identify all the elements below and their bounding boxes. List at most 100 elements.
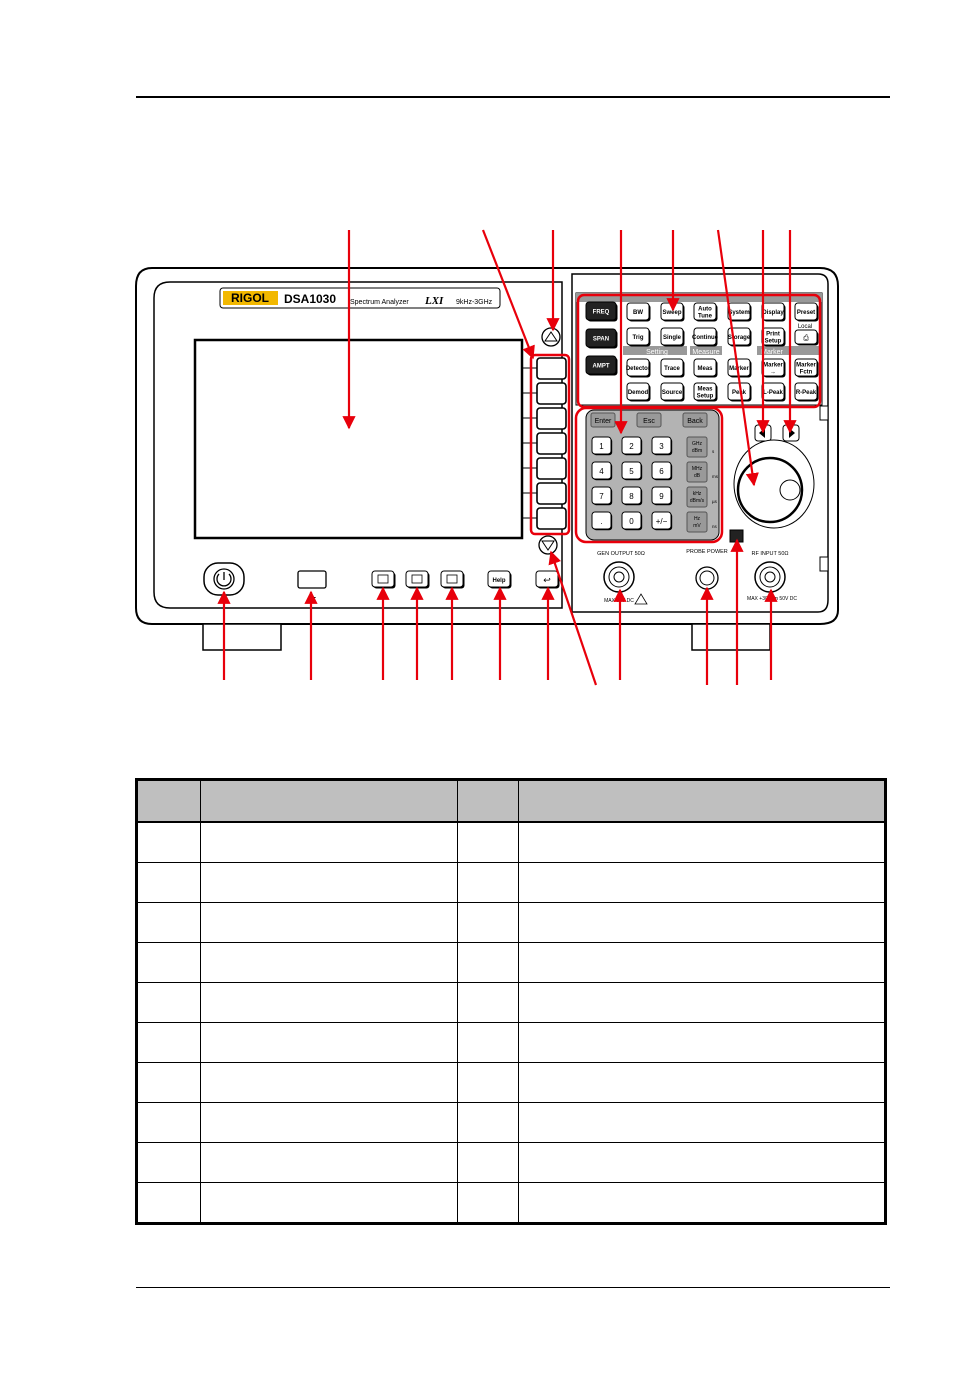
rf-input-connector[interactable]: RF INPUT 50Ω MAX +30dBm 50V DC (747, 551, 797, 602)
marker-key[interactable]: Marker (727, 358, 752, 378)
detector-key[interactable]: Detector (626, 358, 651, 378)
preset-key[interactable]: Preset (794, 302, 819, 322)
digit-key[interactable]: 4 (591, 461, 613, 481)
unit-hint: ms (712, 474, 719, 479)
digit-key[interactable]: 8 (621, 486, 643, 506)
unit-hint: µs (712, 499, 718, 504)
gen-output-label: GEN OUTPUT 50Ω (597, 551, 645, 557)
table-row (136, 1182, 886, 1224)
local-key[interactable]: ⎙ (794, 329, 819, 346)
table-cell (136, 862, 201, 903)
source-key[interactable]: Source (660, 382, 685, 402)
storage-key-label: Storage (728, 335, 751, 341)
digit-key[interactable]: 2 (621, 436, 643, 456)
trig-key[interactable]: Trig (626, 327, 651, 347)
auto-tune-key-label-line: Tune (698, 314, 713, 320)
bw-key[interactable]: BW (626, 302, 651, 322)
screen-3-key[interactable] (440, 570, 465, 589)
table-cell (200, 1062, 458, 1103)
digit-key[interactable]: 1 (591, 436, 613, 456)
ampt-key[interactable]: AMPT (585, 355, 618, 376)
page-up-key[interactable] (541, 327, 561, 347)
freq-key[interactable]: FREQ (585, 301, 618, 322)
help-key-label: Help (492, 578, 505, 584)
softkey-6[interactable] (536, 482, 567, 505)
back-key[interactable]: Back (682, 412, 708, 428)
meas-key[interactable]: Meas (693, 358, 718, 378)
meas-setup-key-label-line: Meas (697, 387, 713, 393)
esc-key[interactable]: Esc (636, 412, 662, 428)
demod-key-label: Demod (628, 390, 649, 396)
screen-2-key[interactable] (405, 570, 430, 589)
softkey-3[interactable] (536, 407, 567, 430)
table-cell (457, 982, 519, 1023)
table-cell (136, 902, 201, 943)
group-label-local: Local (798, 324, 812, 330)
single-key[interactable]: Single (660, 327, 685, 347)
r-peak-key[interactable]: R-Peak (794, 382, 819, 402)
enter-key[interactable]: Enter (590, 412, 616, 428)
page-down-key[interactable] (538, 535, 558, 555)
table-cell (518, 821, 886, 863)
digit-key-label: 5 (629, 467, 634, 476)
screen-1-key[interactable] (371, 570, 396, 589)
softkey-1[interactable] (536, 357, 567, 380)
trace-key[interactable]: Trace (660, 358, 685, 378)
freq-key-label: FREQ (593, 310, 610, 316)
header-cell (518, 779, 886, 823)
trace-key-label: Trace (664, 366, 680, 372)
display-key[interactable]: Display (761, 302, 786, 322)
probe-power-text: PROBE POWER (686, 549, 728, 555)
digit-key[interactable]: 5 (621, 461, 643, 481)
table-cell (200, 902, 458, 943)
softkey-5[interactable] (536, 457, 567, 480)
span-key[interactable]: SPAN (585, 328, 618, 349)
preset-key-label: Preset (797, 310, 815, 316)
table-cell (457, 1062, 519, 1103)
rotary-knob[interactable] (733, 439, 815, 529)
demod-key[interactable]: Demod (626, 382, 651, 402)
softkey-4[interactable] (536, 432, 567, 455)
callout-arrows (217, 229, 797, 686)
probe-power-connector[interactable]: PROBE POWER (686, 549, 728, 590)
digit-key[interactable]: 7 (591, 486, 613, 506)
digit-key-label: 2 (629, 442, 634, 451)
power-key[interactable] (203, 562, 245, 596)
help-key[interactable]: Help (487, 570, 512, 589)
digit-key[interactable]: . (591, 511, 613, 531)
softkey-2[interactable] (536, 382, 567, 405)
rf-input-label: RF INPUT 50Ω (751, 551, 788, 557)
digit-key[interactable]: 0 (621, 511, 643, 531)
system-key[interactable]: System (727, 302, 752, 322)
table-cell (136, 1102, 201, 1143)
unit-key-label: dBm (692, 448, 702, 454)
source-key-label: Source (662, 390, 683, 396)
digit-key[interactable]: +/− (651, 511, 673, 531)
highlight-boxes (529, 293, 822, 544)
return-key[interactable]: ↩ (535, 570, 560, 589)
table-cell (518, 902, 886, 943)
unit-hint: s (712, 449, 715, 454)
softkey-7[interactable] (536, 507, 567, 530)
table-cell (136, 942, 201, 983)
digit-key[interactable]: 9 (651, 486, 673, 506)
gen-output-connector[interactable]: GEN OUTPUT 50Ω MAX 50V DC (597, 551, 648, 605)
l-peak-key[interactable]: L-Peak (761, 382, 786, 402)
marker-arrow-key[interactable]: Marker→ (761, 358, 786, 378)
table-cell (457, 1102, 519, 1143)
r-peak-key-label: R-Peak (796, 390, 817, 396)
meas-key-label: Meas (697, 366, 713, 372)
group-label-setting: Setting (646, 349, 668, 356)
digit-key[interactable]: 6 (651, 461, 673, 481)
digit-key[interactable]: 3 (651, 436, 673, 456)
continue-key[interactable]: Continue (692, 327, 719, 347)
